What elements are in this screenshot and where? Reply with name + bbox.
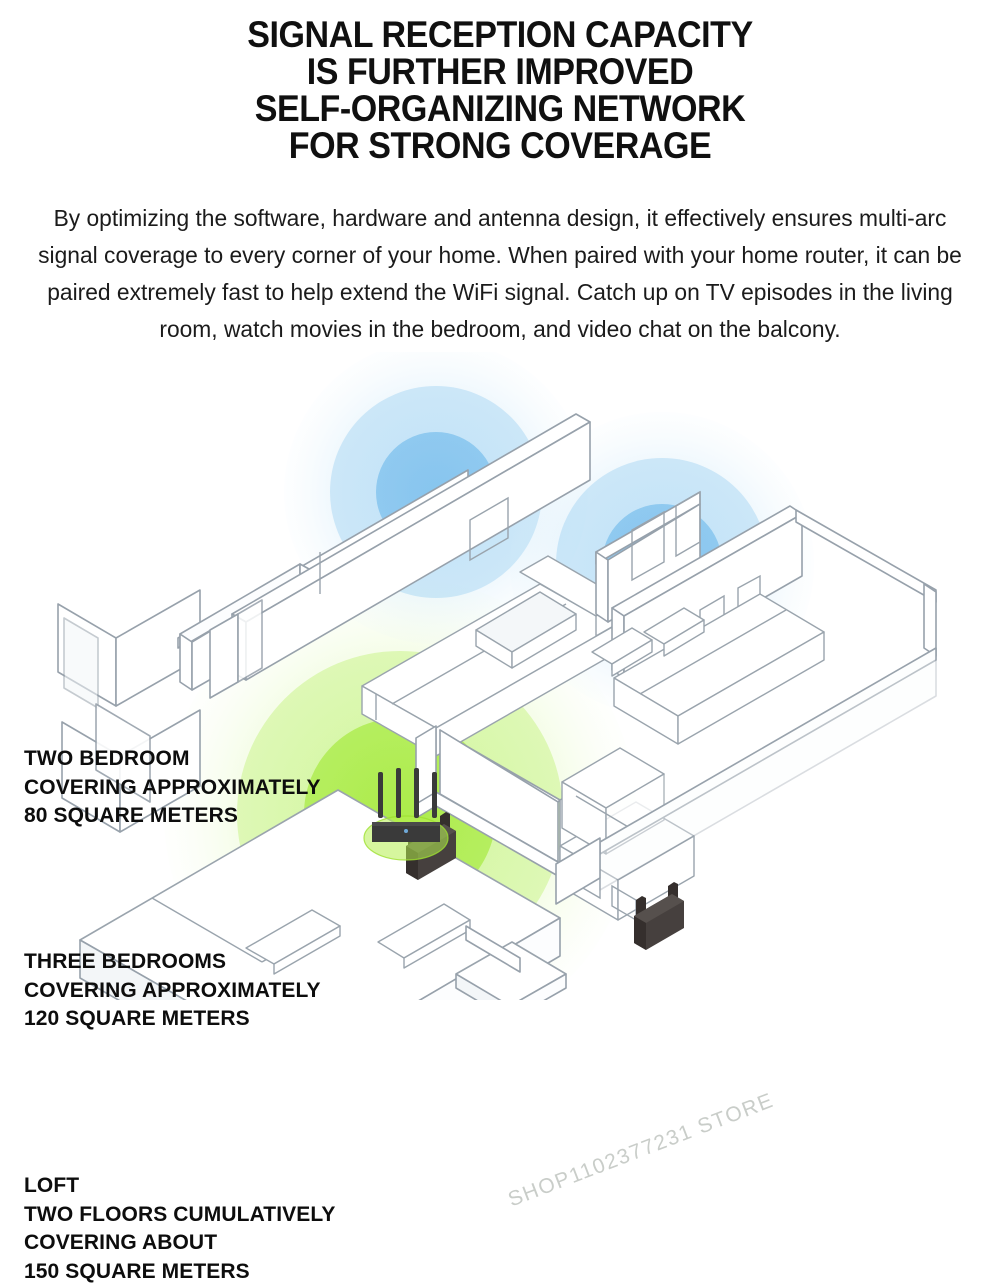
isometric-floorplan-illustration: .wall { fill:#ffffff; stroke:#97a1ab; st…: [0, 352, 1000, 1000]
callout-loft-line-3: COVERING ABOUT: [24, 1229, 335, 1258]
page-title-line-1: SIGNAL RECEPTION CAPACITY: [40, 16, 960, 53]
callout-three-bedrooms-line-1: THREE BEDROOMS: [24, 948, 321, 977]
callout-two-bedroom: TWO BEDROOM COVERING APPROXIMATELY 80 SQ…: [24, 745, 321, 831]
callout-three-bedrooms: THREE BEDROOMS COVERING APPROXIMATELY 12…: [24, 948, 321, 1034]
page-title-line-4: FOR STRONG COVERAGE: [40, 127, 960, 164]
callout-loft-line-1: LOFT: [24, 1172, 335, 1201]
floorplan-svg: .wall { fill:#ffffff; stroke:#97a1ab; st…: [0, 352, 1000, 1000]
intro-paragraph: By optimizing the software, hardware and…: [36, 200, 963, 348]
callout-loft-line-2: TWO FLOORS CUMULATIVELY: [24, 1201, 335, 1230]
page-title-line-3: SELF-ORGANIZING NETWORK: [40, 90, 960, 127]
callout-three-bedrooms-line-3: 120 SQUARE METERS: [24, 1005, 321, 1034]
page-title: SIGNAL RECEPTION CAPACITY IS FURTHER IMP…: [0, 16, 1000, 164]
callout-loft-line-4: 150 SQUARE METERS: [24, 1258, 335, 1286]
callout-loft: LOFT TWO FLOORS CUMULATIVELY COVERING AB…: [24, 1172, 335, 1286]
callout-two-bedroom-line-3: 80 SQUARE METERS: [24, 802, 321, 831]
store-watermark: SHOP1102377231 STORE: [505, 1089, 777, 1213]
callout-two-bedroom-line-2: COVERING APPROXIMATELY: [24, 774, 321, 803]
page-title-line-2: IS FURTHER IMPROVED: [40, 53, 960, 90]
callout-two-bedroom-line-1: TWO BEDROOM: [24, 745, 321, 774]
callout-three-bedrooms-line-2: COVERING APPROXIMATELY: [24, 977, 321, 1006]
